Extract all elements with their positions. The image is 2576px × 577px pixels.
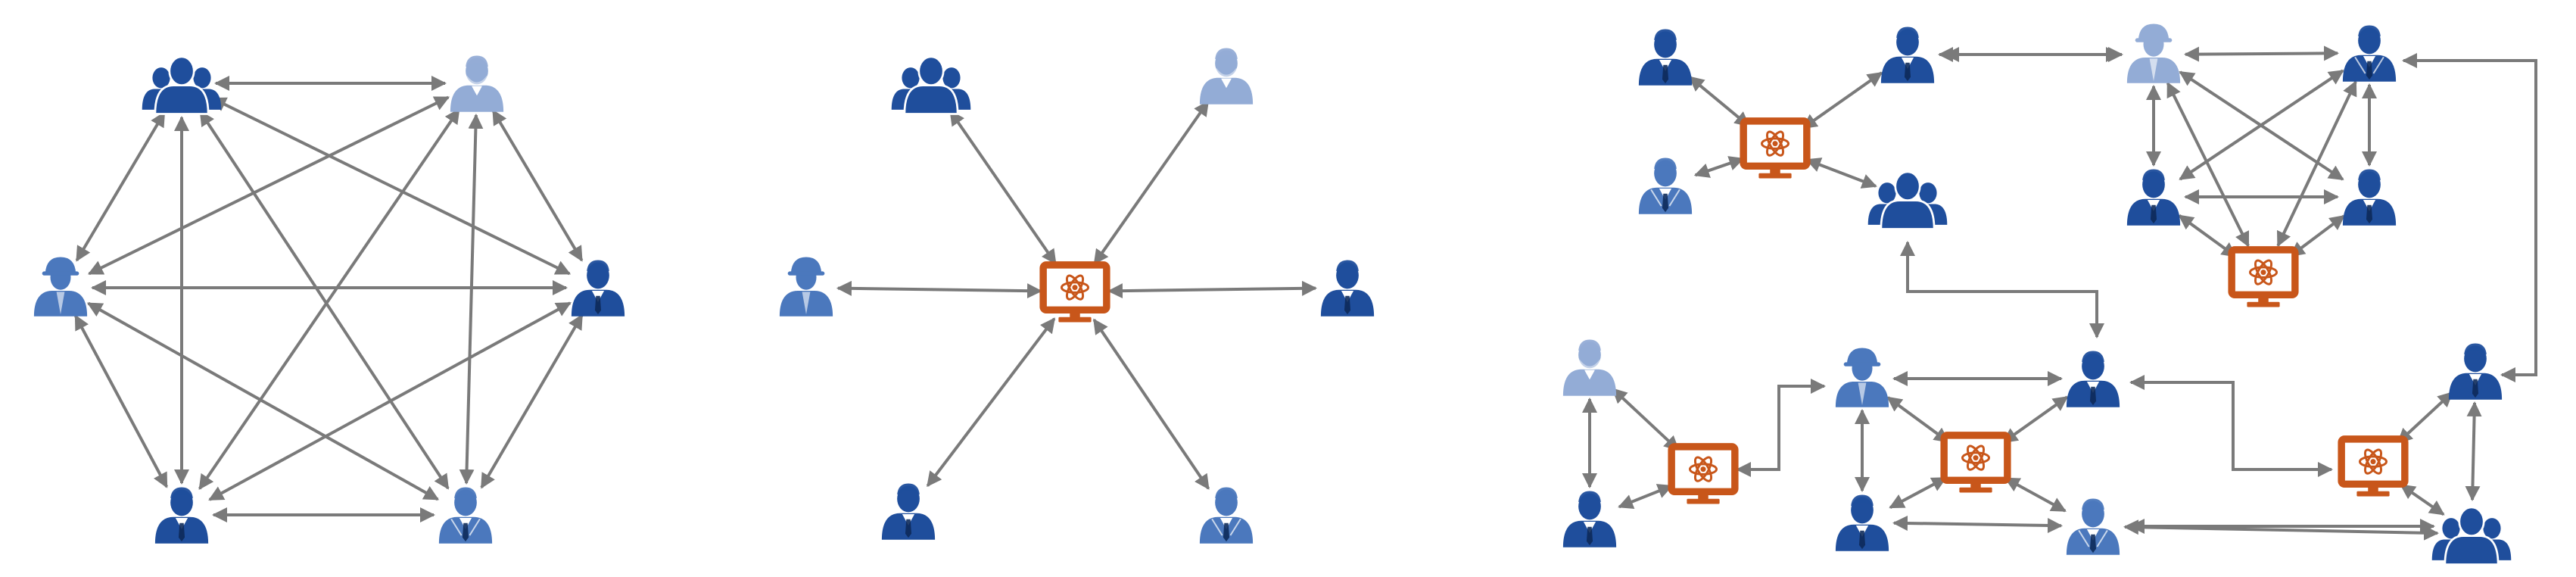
person-icon <box>1199 48 1254 104</box>
person-icon <box>1562 339 1617 396</box>
person-icon <box>1880 27 1935 83</box>
connection-hub-p5 <box>926 317 1056 488</box>
peer-to-peer-network-edges <box>74 76 584 522</box>
peer-to-peer-network-nodes <box>33 55 625 544</box>
person-icon <box>1638 158 1693 214</box>
connection-h1-h2 <box>2465 401 2482 502</box>
nodes-layer <box>33 23 2512 566</box>
connection-b1-p1 <box>491 109 584 262</box>
worker-icon <box>2126 23 2181 83</box>
connection-b1-p2 <box>198 108 460 490</box>
connection-hub-p4 <box>1107 280 1318 299</box>
computer-atom-icon <box>1740 117 1811 179</box>
computer-atom-icon <box>1668 443 1739 504</box>
connection-g1-w1 <box>75 111 166 262</box>
connection-c5-h2 <box>2400 483 2445 516</box>
person-icon <box>881 483 936 540</box>
person-icon <box>2342 25 2397 82</box>
centralized-network-nodes <box>779 48 1375 544</box>
elbow-connections <box>1736 47 2537 534</box>
person-icon <box>1562 491 1617 547</box>
group-icon <box>891 55 971 115</box>
connection-c4-f1 <box>1886 396 1950 444</box>
connection-c1-a2 <box>1693 156 1745 178</box>
connection-d3-c2 <box>2178 214 2238 258</box>
connection-b1-p3 <box>459 113 484 485</box>
computer-atom-icon <box>2228 246 2299 307</box>
group-icon <box>1867 170 1948 230</box>
connection-b1-w1 <box>87 95 450 276</box>
group-icon <box>142 55 222 115</box>
connection-c1-a3 <box>1802 71 1883 129</box>
computer-atom-icon <box>1940 432 2011 493</box>
connection-d4-c2 <box>2289 214 2345 257</box>
connection-w1-p2 <box>74 314 168 488</box>
centralized-network-edges <box>836 100 1318 490</box>
worker-icon <box>779 257 833 317</box>
elbow-connection-3 <box>1736 379 1826 477</box>
connection-d1-d2 <box>2183 45 2340 62</box>
connection-p1-p3 <box>480 313 584 489</box>
person-icon <box>2126 169 2181 226</box>
connection-hub-p6 <box>1092 318 1210 490</box>
connection-c4-f3 <box>1889 476 1948 509</box>
person-icon <box>450 55 504 112</box>
person-icon <box>1835 494 1889 551</box>
person-icon <box>2342 169 2397 226</box>
worker-icon <box>33 257 88 317</box>
person-icon <box>438 487 493 544</box>
connection-f3-f4 <box>1892 515 2064 534</box>
connection-f4-h2 <box>2123 519 2440 541</box>
connection-c4-f2 <box>2002 395 2069 444</box>
decentralized-network-edges <box>1582 45 2482 541</box>
computer-atom-icon <box>2338 435 2409 497</box>
elbow-connection-1 <box>2402 53 2537 382</box>
elbow-connection-2 <box>1900 241 2104 338</box>
connections-layer <box>74 45 2537 541</box>
person-icon <box>154 487 209 544</box>
connection-hub-w2 <box>836 280 1043 299</box>
connection-c3-e2 <box>1618 484 1674 510</box>
person-icon <box>571 260 625 317</box>
connection-c5-h1 <box>2397 391 2453 444</box>
person-icon <box>1638 29 1693 86</box>
worker-icon <box>1835 348 1889 407</box>
connection-c1-a4 <box>1805 158 1877 189</box>
connection-c4-f4 <box>2004 476 2067 513</box>
elbow-connection-4 <box>2129 375 2333 477</box>
connection-c3-e1 <box>1612 388 1680 451</box>
person-icon <box>2066 498 2120 555</box>
person-icon <box>2448 343 2503 400</box>
decentralized-network-nodes <box>1562 23 2512 566</box>
person-icon <box>1199 487 1254 544</box>
connection-hub-g2 <box>948 110 1057 265</box>
person-icon <box>2066 351 2120 407</box>
group-icon <box>2431 506 2512 566</box>
person-icon <box>1320 260 1375 317</box>
connection-c1-a1 <box>1688 76 1750 127</box>
computer-atom-icon <box>1039 261 1110 323</box>
connection-hub-b2 <box>1093 100 1210 265</box>
